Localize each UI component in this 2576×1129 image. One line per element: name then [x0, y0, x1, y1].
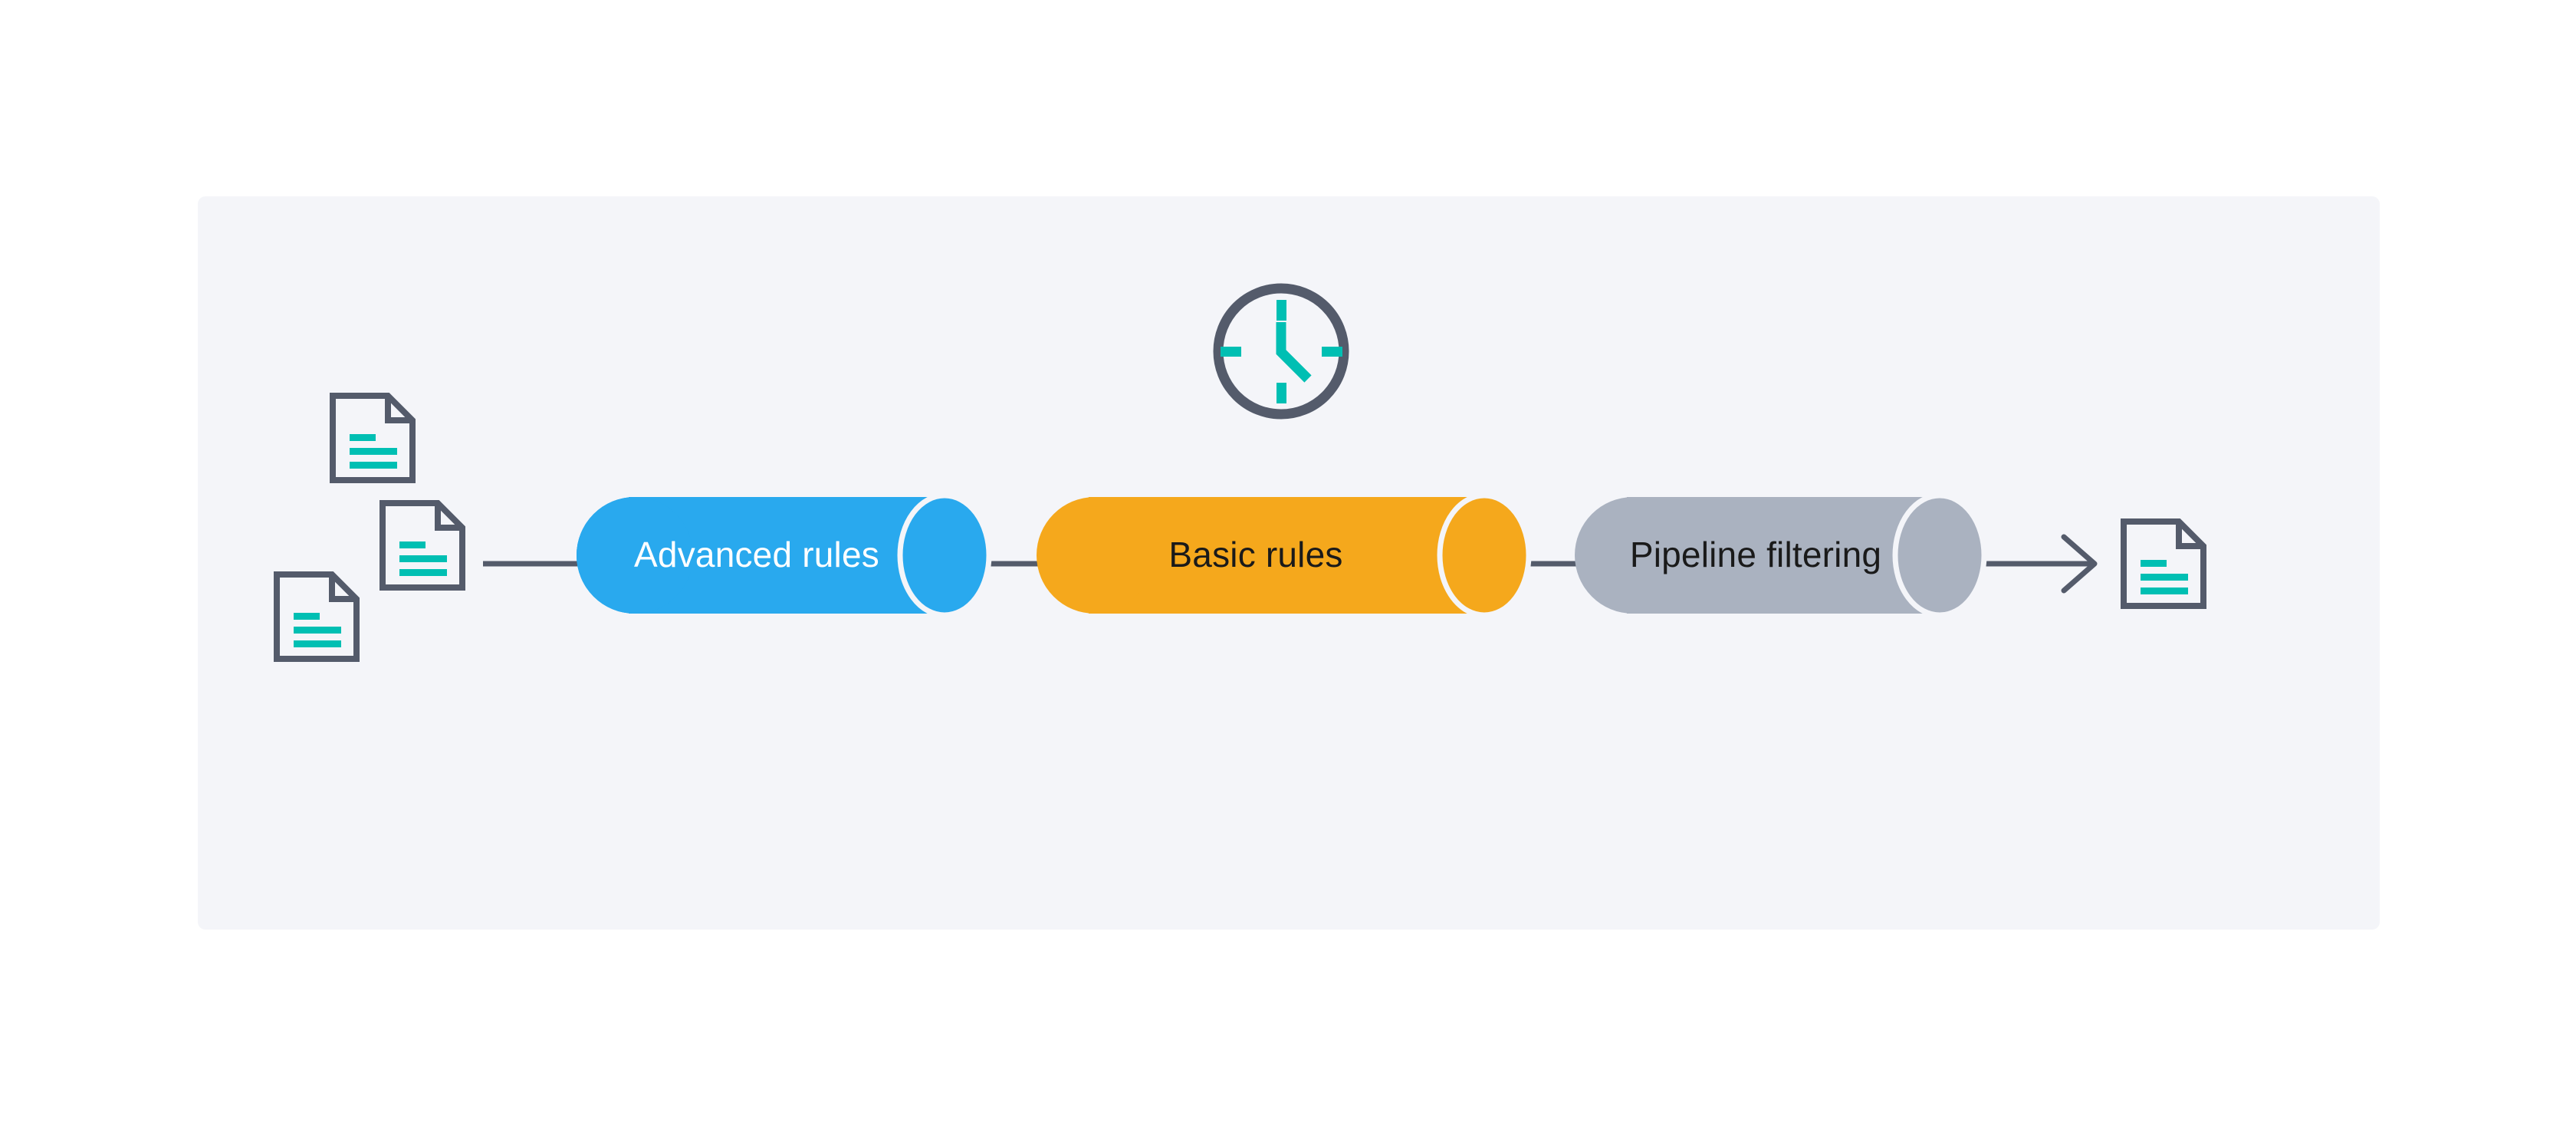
cylinder-cap-basic [1437, 492, 1532, 618]
input-document-3 [277, 574, 356, 659]
node-advanced-rules[interactable] [577, 492, 992, 618]
node-label-pipeline-filtering: Pipeline filtering [1629, 535, 1882, 574]
cylinder-cap-advanced [897, 492, 992, 618]
node-label-basic-rules: Basic rules [1168, 535, 1343, 574]
input-document-1 [333, 396, 412, 480]
node-basic-rules[interactable] [1037, 492, 1532, 618]
cylinder-cap-pipeline [1892, 492, 1987, 618]
connector-pipeline-to-output [1970, 534, 2098, 594]
node-pipeline-filtering[interactable] [1575, 492, 1987, 618]
output-document [2124, 522, 2203, 606]
clock-icon [1213, 283, 1349, 420]
input-document-2 [383, 503, 462, 588]
node-label-advanced-rules: Advanced rules [634, 535, 879, 574]
arrow-right-icon [2061, 534, 2098, 594]
